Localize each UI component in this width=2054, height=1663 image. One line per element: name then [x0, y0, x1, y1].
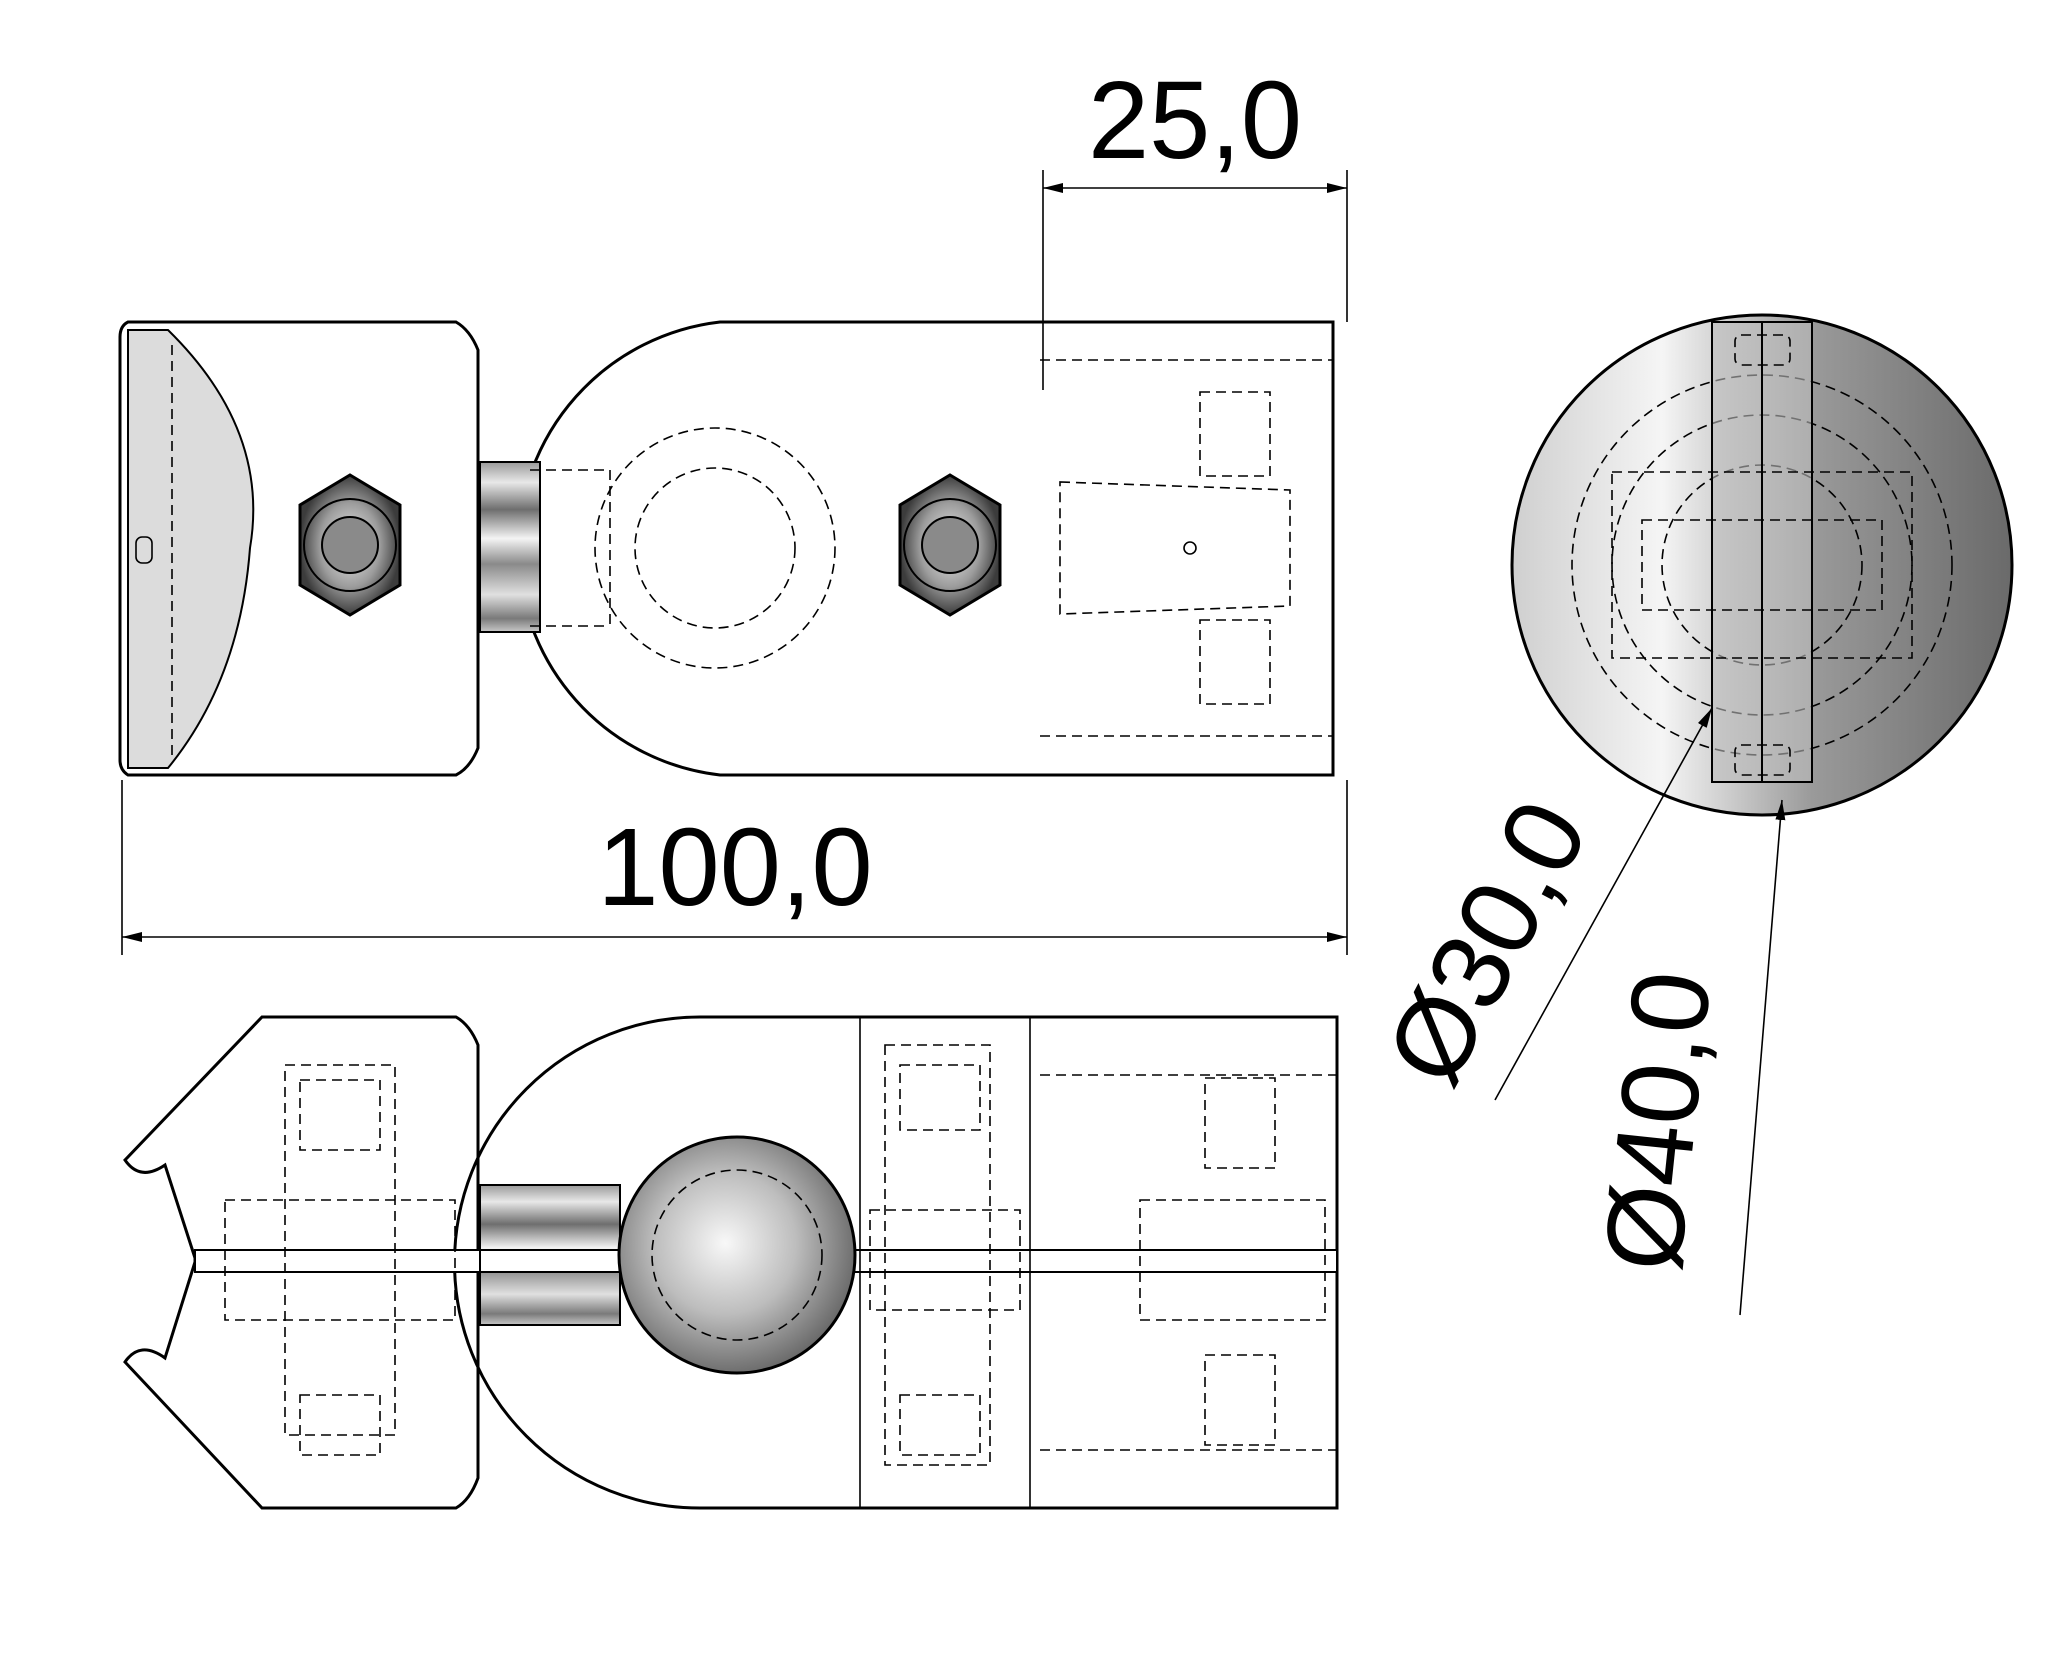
dim-label-d30: Ø30,0 [1362, 781, 1611, 1103]
dim-label-d40: Ø40,0 [1581, 966, 1735, 1277]
dim-label-25: 25,0 [1088, 59, 1302, 182]
top-end-cap [127, 329, 255, 769]
top-clamp [118, 320, 480, 777]
end-view [1510, 313, 2014, 817]
top-socket [594, 427, 836, 669]
bottom-ball [617, 1135, 857, 1375]
bottom-view [123, 1015, 1339, 1510]
bottom-clamp [123, 1015, 480, 1510]
dim-diameter-40: Ø40,0 [1581, 799, 1786, 1316]
dim-length-100: 100,0 [121, 780, 1348, 955]
dim-width-25: 25,0 [1042, 59, 1348, 390]
left-nut-icon [298, 473, 402, 617]
right-nut-icon [898, 473, 1002, 617]
top-neck [479, 461, 541, 633]
top-slot [1059, 481, 1291, 615]
top-view [118, 320, 1335, 777]
dim-label-100: 100,0 [597, 806, 872, 929]
